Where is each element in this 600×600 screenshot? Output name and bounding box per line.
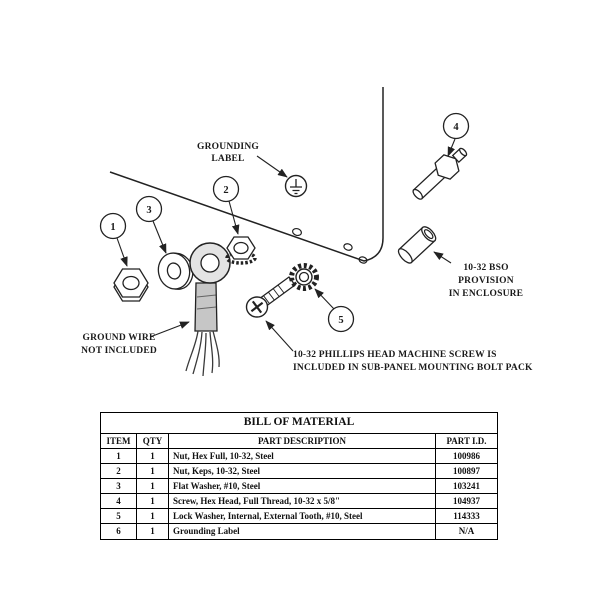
balloon-4-number: 4 xyxy=(453,122,459,133)
balloon-2: 2 xyxy=(212,175,240,235)
balloon-4: 4 xyxy=(442,112,470,157)
bom-item: 1 xyxy=(100,447,137,464)
bom-part: 114333 xyxy=(435,508,498,525)
balloon-5-number: 5 xyxy=(338,315,343,326)
flat-washer-item3 xyxy=(157,252,194,290)
hex-screw-item4 xyxy=(412,147,468,200)
bom-desc: Screw, Hex Head, Full Thread, 10-32 x 5/… xyxy=(168,493,436,510)
bom-header-part: PART I.D. xyxy=(435,432,498,449)
bom-header-row: ITEM QTY PART DESCRIPTION PART I.D. xyxy=(100,432,498,449)
bom-header-desc: PART DESCRIPTION xyxy=(168,432,436,449)
bom-row: 1 1 Nut, Hex Full, 10-32, Steel 100986 xyxy=(100,447,498,464)
bso-line1: 10-32 BSO xyxy=(463,263,508,273)
bom-qty: 1 xyxy=(136,447,169,464)
bom-part: 103241 xyxy=(435,477,498,495)
bom-item: 2 xyxy=(100,462,137,479)
balloon-1: 1 xyxy=(99,212,128,267)
bom-desc: Nut, Keps, 10-32, Steel xyxy=(168,462,436,479)
bom-qty: 1 xyxy=(136,493,169,510)
bom-desc: Flat Washer, #10, Steel xyxy=(168,477,436,495)
bom-item: 6 xyxy=(100,523,137,540)
ring-terminal xyxy=(185,242,231,377)
bom-row: 3 1 Flat Washer, #10, Steel 103241 xyxy=(100,477,498,495)
bom-row: 2 1 Nut, Keps, 10-32, Steel 100897 xyxy=(100,462,498,479)
ground-wire-callout: GROUND WIRE NOT INCLUDED xyxy=(81,321,190,356)
bom-qty: 1 xyxy=(136,523,169,540)
bom-qty: 1 xyxy=(136,508,169,525)
ground-wire-line2: NOT INCLUDED xyxy=(81,346,157,356)
bom-qty: 1 xyxy=(136,477,169,495)
bom-part: 100986 xyxy=(435,447,498,464)
bom-item: 3 xyxy=(100,477,137,495)
balloon-3-number: 3 xyxy=(146,205,151,216)
bom-desc: Nut, Hex Full, 10-32, Steel xyxy=(168,447,436,464)
bom-part: 100897 xyxy=(435,462,498,479)
screw-note-line1: 10-32 PHILLIPS HEAD MACHINE SCREW IS xyxy=(293,350,497,360)
balloon-5: 5 xyxy=(314,288,355,333)
bom-header-qty: QTY xyxy=(136,432,169,449)
bom-part: N/A xyxy=(435,523,498,540)
phillips-screw xyxy=(245,276,296,318)
phillips-cross-icon xyxy=(250,300,264,314)
bom-header-item: ITEM xyxy=(100,432,137,449)
balloon-3: 3 xyxy=(135,195,167,254)
grounding-label-line2: LABEL xyxy=(211,154,244,164)
grounding-label-line1: GROUNDING xyxy=(197,142,259,152)
bom-item: 5 xyxy=(100,508,137,525)
balloon-2-number: 2 xyxy=(223,185,228,196)
bom-item: 4 xyxy=(100,493,137,510)
bom-title: BILL OF MATERIAL xyxy=(100,412,498,434)
keps-nut-item2 xyxy=(225,236,257,265)
bom-row: 4 1 Screw, Hex Head, Full Thread, 10-32 … xyxy=(100,493,498,510)
wire-strands xyxy=(185,330,220,377)
ground-wire-line1: GROUND WIRE xyxy=(82,333,155,343)
bom-title-row: BILL OF MATERIAL xyxy=(100,412,498,434)
hex-nut-item1 xyxy=(113,268,149,302)
bso-standoff xyxy=(397,226,437,264)
bso-provision-callout: 10-32 BSO PROVISION IN ENCLOSURE xyxy=(433,251,523,299)
bso-line3: IN ENCLOSURE xyxy=(449,289,523,299)
bom-row: 6 1 Grounding Label N/A xyxy=(100,523,498,540)
bom-row: 5 1 Lock Washer, Internal, External Toot… xyxy=(100,508,498,525)
enclosure-panel xyxy=(109,87,384,264)
screw-note-callout: 10-32 PHILLIPS HEAD MACHINE SCREW IS INC… xyxy=(265,320,533,373)
screw-note-line2: INCLUDED IN SUB-PANEL MOUNTING BOLT PACK xyxy=(293,363,533,373)
balloon-1-number: 1 xyxy=(110,222,115,233)
grounding-label-callout: GROUNDING LABEL xyxy=(197,142,288,178)
bill-of-material-table: BILL OF MATERIAL ITEM QTY PART DESCRIPTI… xyxy=(100,412,498,540)
ground-symbol-icon xyxy=(284,174,308,198)
bom-desc: Lock Washer, Internal, External Tooth, #… xyxy=(168,508,436,525)
bom-desc: Grounding Label xyxy=(168,523,436,540)
lock-washer-item5 xyxy=(289,263,319,291)
bom-part: 104937 xyxy=(435,493,498,510)
bso-line2: PROVISION xyxy=(458,276,514,286)
bom-qty: 1 xyxy=(136,462,169,479)
